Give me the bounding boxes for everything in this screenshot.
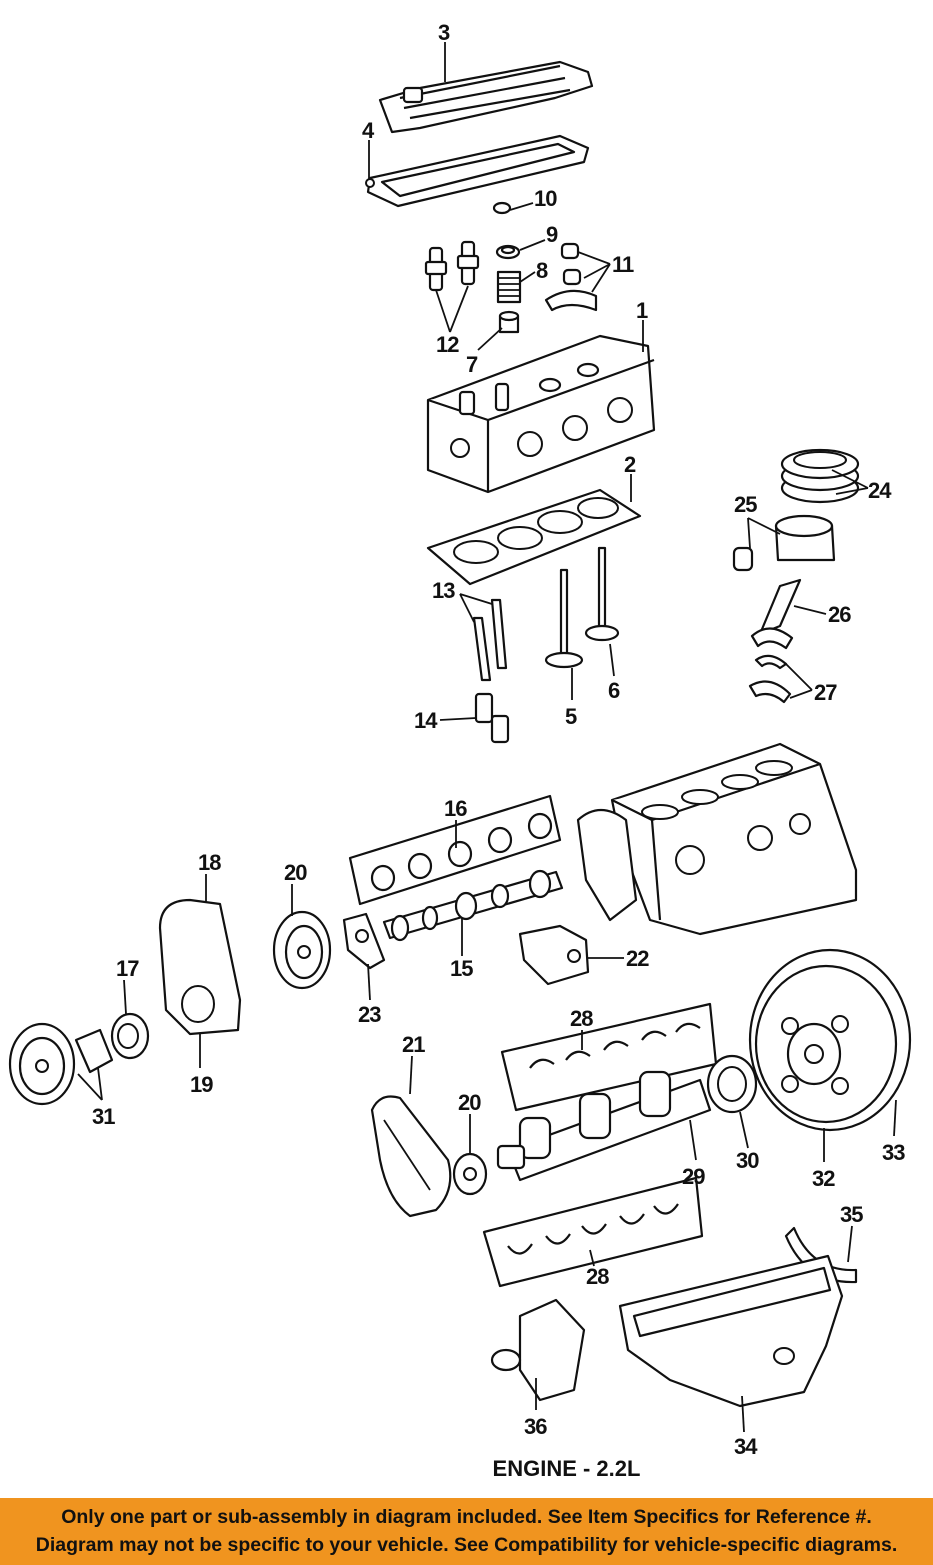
callout-28-upper: 28 [570, 1006, 593, 1031]
callout-2: 2 [624, 452, 636, 477]
engine-mount-bracket-part [518, 924, 590, 986]
piston-part [732, 514, 836, 572]
callout-3: 3 [438, 20, 450, 45]
callout-1: 1 [636, 298, 648, 323]
oil-pump-part [490, 1298, 586, 1402]
callout-28-lower: 28 [586, 1264, 609, 1289]
callout-4: 4 [362, 118, 375, 143]
callout-17: 17 [116, 956, 139, 981]
crankshaft-sprocket-part [452, 1152, 488, 1196]
callout-33: 33 [882, 1140, 905, 1165]
callout-36: 36 [524, 1414, 547, 1439]
disclaimer-banner: Only one part or sub-assembly in diagram… [0, 1498, 933, 1565]
hydraulic-lifters-part [474, 692, 510, 744]
connecting-rod-part [750, 578, 802, 650]
callout-14: 14 [414, 708, 438, 733]
diagram-title: ENGINE - 2.2L [492, 1456, 641, 1481]
head-gasket-part [426, 488, 642, 586]
camshaft-sprocket-part [272, 910, 332, 990]
callout-11: 11 [612, 252, 634, 277]
callout-10: 10 [534, 186, 557, 211]
callout-34: 34 [734, 1434, 758, 1459]
callout-25: 25 [734, 492, 757, 517]
callout-labels: 3 4 10 9 8 11 12 7 1 2 24 25 13 26 6 27 … [92, 20, 906, 1459]
cylinder-head-part [426, 334, 656, 494]
callout-5: 5 [565, 704, 577, 729]
callout-21: 21 [402, 1032, 425, 1057]
valve-spring-part [496, 270, 522, 304]
disclaimer-line-2: Diagram may not be specific to your vehi… [35, 1534, 898, 1556]
callout-18: 18 [198, 850, 221, 875]
engine-exploded-diagram: 3 4 10 9 8 11 12 7 1 2 24 25 13 26 6 27 … [8, 20, 912, 1459]
camshaft-thrust-plate-part [342, 912, 386, 970]
intake-valve-part [544, 568, 584, 669]
rocker-arm-part [544, 242, 598, 312]
callout-6: 6 [608, 678, 620, 703]
callout-22: 22 [626, 946, 649, 971]
crankshaft-part [496, 1070, 712, 1182]
callout-30: 30 [736, 1148, 759, 1173]
engine-block-part [576, 742, 858, 936]
timing-chain-part [370, 1095, 452, 1218]
pushrods-part [472, 598, 508, 682]
leader-lines [77, 42, 897, 1433]
callout-8: 8 [536, 258, 548, 283]
callout-23: 23 [358, 1002, 381, 1027]
cam-bearings-part [348, 794, 562, 906]
disclaimer-line-1: Only one part or sub-assembly in diagram… [61, 1506, 872, 1528]
callout-27: 27 [814, 680, 837, 705]
valve-stem-seal-part [498, 310, 520, 334]
callout-16: 16 [444, 796, 467, 821]
timing-cover-part [158, 898, 242, 1036]
rear-main-seal-part [706, 1054, 758, 1114]
callout-15: 15 [450, 956, 473, 981]
callout-29: 29 [682, 1164, 705, 1189]
callout-7: 7 [466, 352, 478, 377]
callout-31: 31 [92, 1104, 115, 1129]
valve-cover-gasket-part [365, 134, 590, 208]
callout-13: 13 [432, 578, 455, 603]
oil-pan-part [618, 1254, 844, 1408]
rod-bearings-part [748, 654, 792, 704]
callout-9: 9 [546, 222, 558, 247]
valve-keepers-part [492, 201, 512, 215]
flywheel-part [748, 948, 912, 1132]
camshaft-part [382, 869, 564, 942]
callout-20: 20 [284, 860, 307, 885]
callout-26: 26 [828, 602, 851, 627]
exhaust-valve-part [584, 546, 620, 642]
piston-rings-part [780, 448, 860, 504]
valve-spring-retainer-part [495, 244, 521, 260]
harmonic-balancer-part [8, 1022, 114, 1106]
callout-12: 12 [436, 332, 459, 357]
callout-19: 19 [190, 1072, 213, 1097]
callout-20-lower: 20 [458, 1090, 481, 1115]
valve-lifters-part [424, 240, 480, 292]
valve-cover-part [378, 60, 594, 134]
callout-32: 32 [812, 1166, 835, 1191]
main-bearings-lower-part [482, 1176, 704, 1288]
callout-24: 24 [868, 478, 892, 503]
callout-35: 35 [840, 1202, 863, 1227]
crankshaft-seal-part [110, 1012, 150, 1060]
main-bearings-upper-part [500, 1002, 718, 1112]
